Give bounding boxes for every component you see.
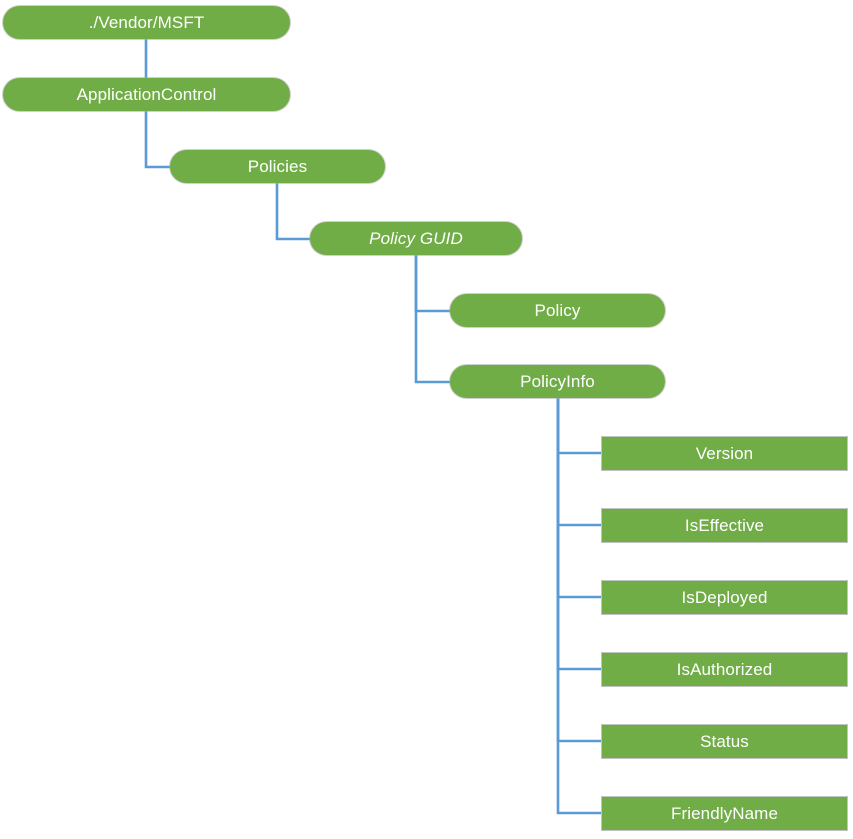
connector-policyinfo-to-iseffective	[556, 398, 601, 527]
node-label: Status	[700, 732, 749, 751]
node-policy-guid[interactable]: Policy GUID	[310, 222, 522, 255]
connector-policyguid-to-policy	[414, 255, 450, 313]
connector-policies-to-policyguid	[275, 183, 310, 241]
node-policies[interactable]: Policies	[170, 150, 385, 183]
node-label: IsEffective	[684, 516, 765, 535]
connector-policyinfo-to-friendlyname	[556, 398, 601, 815]
node-is-effective[interactable]: IsEffective	[601, 508, 848, 543]
node-label: Policies	[247, 157, 308, 176]
node-label: IsAuthorized	[676, 660, 773, 679]
node-status[interactable]: Status	[601, 724, 848, 759]
node-is-deployed[interactable]: IsDeployed	[601, 580, 848, 615]
node-label: PolicyInfo	[520, 372, 595, 391]
connector-appcontrol-to-policies	[144, 111, 170, 169]
connector-policyinfo-to-version	[556, 398, 601, 455]
node-is-authorized[interactable]: IsAuthorized	[601, 652, 848, 687]
node-vendor-msft[interactable]: ./Vendor/MSFT	[3, 6, 290, 39]
connector-policyguid-to-policyinfo	[414, 255, 450, 384]
connector-policyinfo-to-status	[556, 398, 601, 743]
node-label: Policy	[534, 301, 581, 320]
node-label: IsDeployed	[681, 588, 768, 607]
connector-policyinfo-to-isdeployed	[556, 398, 601, 599]
node-label: Version	[695, 444, 754, 463]
node-friendly-name[interactable]: FriendlyName	[601, 796, 848, 831]
node-label: FriendlyName	[670, 804, 778, 823]
connector-policyinfo-to-isauthorized	[556, 398, 601, 671]
node-label: ApplicationControl	[76, 85, 217, 104]
node-version[interactable]: Version	[601, 436, 848, 471]
node-policy[interactable]: Policy	[450, 294, 665, 327]
node-label: Policy GUID	[369, 229, 463, 248]
node-policy-info[interactable]: PolicyInfo	[450, 365, 665, 398]
node-label: ./Vendor/MSFT	[88, 13, 205, 32]
node-application-control[interactable]: ApplicationControl	[3, 78, 290, 111]
